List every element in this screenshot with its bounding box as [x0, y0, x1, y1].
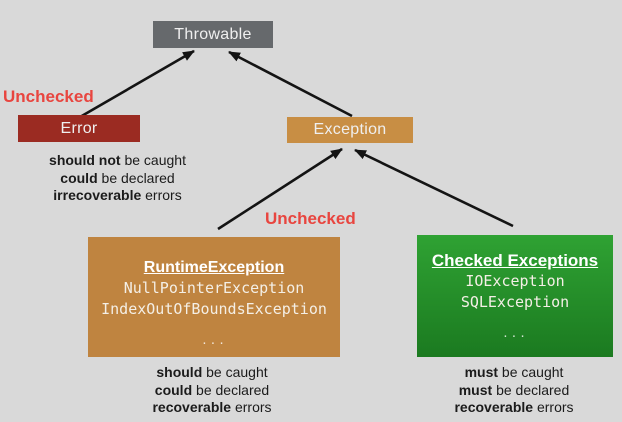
runtime-exception-title: RuntimeException [143, 259, 285, 276]
checked-exceptions-item: IOException [465, 272, 565, 290]
node-checked-exceptions: Checked Exceptions IOException SQLExcept… [417, 235, 613, 357]
checked-exceptions-title: Checked Exceptions [431, 251, 599, 270]
arrow-checked-exceptions-to-exception [354, 148, 514, 228]
runtime-exception-ellipsis: ... [201, 334, 227, 347]
runtime-exception-item: IndexOutOfBoundsException [101, 300, 327, 318]
checked-notes: must be caught must be declared recovera… [414, 364, 614, 417]
node-error-label: Error [60, 119, 98, 137]
node-exception-label: Exception [313, 121, 387, 138]
node-throwable-label: Throwable [174, 25, 252, 43]
checked-exceptions-item: SQLException [460, 293, 570, 311]
checked-exceptions-ellipsis: ... [502, 327, 528, 340]
unchecked-label-left: Unchecked [3, 87, 94, 106]
runtime-note-line: should be caught [156, 364, 268, 380]
runtime-note-line: could be declared [154, 381, 270, 398]
node-throwable: Throwable [153, 21, 273, 48]
node-exception: Exception [287, 117, 413, 143]
runtime-exception-item: NullPointerException [123, 279, 305, 297]
arrow-exception-to-throwable [228, 50, 353, 118]
checked-note-line: must be caught [464, 364, 564, 380]
node-error: Error [18, 115, 140, 142]
error-note-line: could be declared [60, 169, 175, 186]
error-note-line: irrecoverable errors [53, 187, 182, 203]
unchecked-label-middle: Unchecked [265, 209, 356, 228]
node-runtime-exception: RuntimeException NullPointerException In… [88, 237, 340, 357]
checked-note-line: recoverable errors [454, 399, 574, 415]
runtime-note-line: recoverable errors [152, 399, 272, 415]
arrow-error-to-throwable [79, 49, 195, 119]
checked-note-line: must be declared [458, 381, 570, 398]
runtime-notes: should be caught could be declared recov… [112, 364, 312, 417]
error-notes: should not be caught could be declared i… [15, 152, 220, 205]
error-note-line: should not be caught [49, 152, 186, 168]
